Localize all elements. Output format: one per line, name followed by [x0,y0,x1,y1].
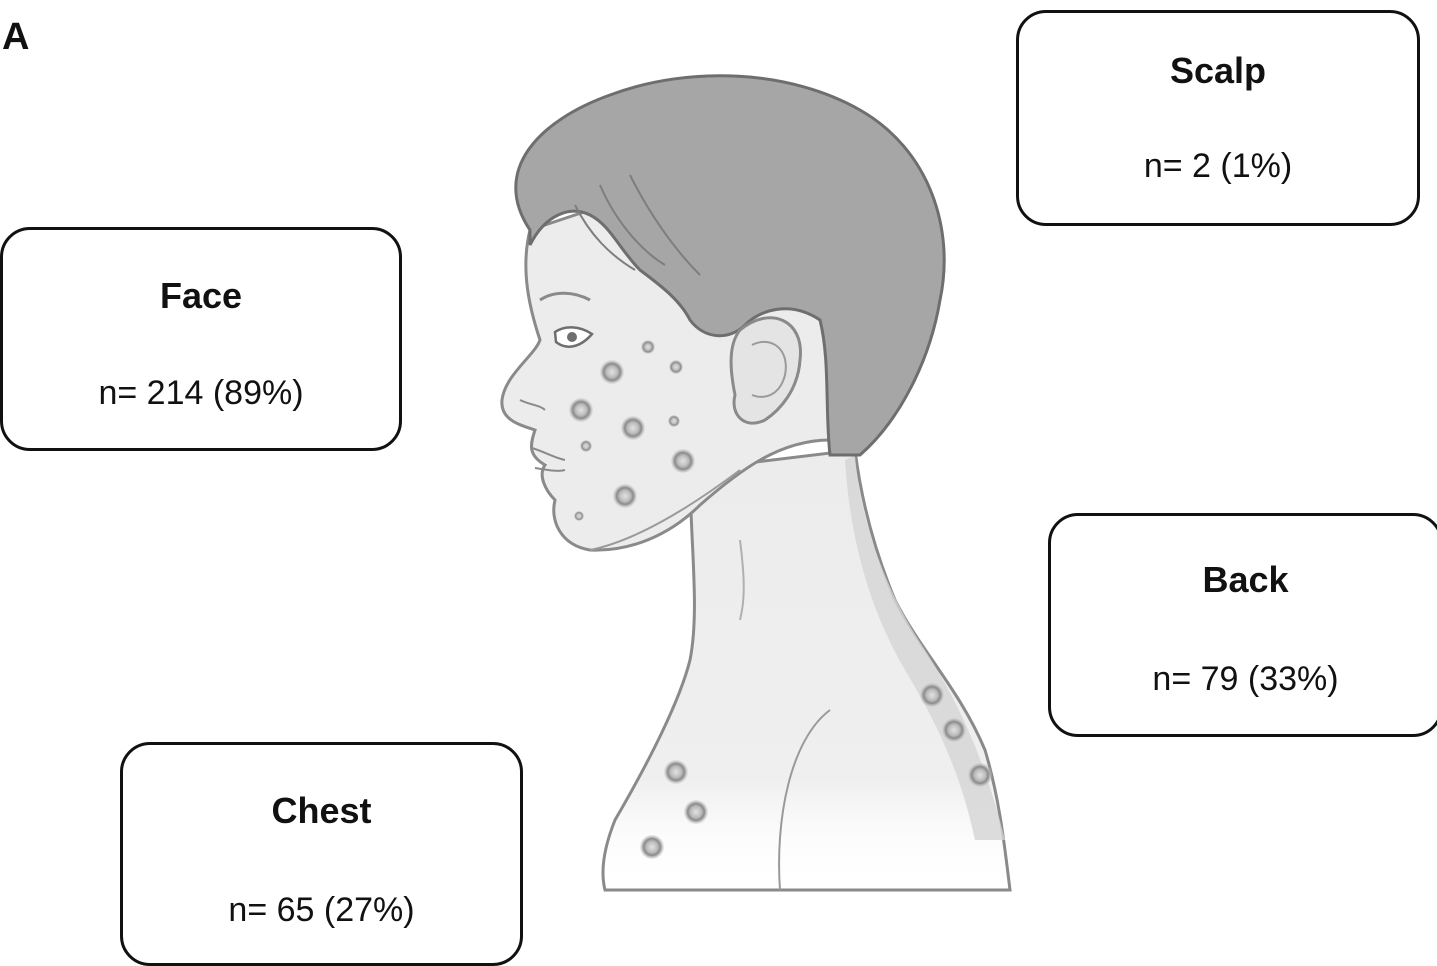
lesion [684,800,708,824]
back-region-title: Back [1051,562,1437,598]
lesion [968,763,992,787]
lesion [613,484,637,508]
scalp-region-count: n= 2 (1%) [1019,149,1417,183]
lesion [580,440,592,452]
lesion [668,415,680,427]
chest-region-count: n= 65 (27%) [123,893,520,927]
back-region-box: Back n= 79 (33%) [1048,513,1437,737]
lesion [621,416,645,440]
chest-region-title: Chest [123,793,520,829]
back-region-count: n= 79 (33%) [1051,662,1437,696]
face-region-count: n= 214 (89%) [3,376,399,410]
lesion [942,718,966,742]
lesion [569,398,593,422]
lesion [669,360,683,374]
chest-region-box: Chest n= 65 (27%) [120,742,523,966]
scalp-region-title: Scalp [1019,53,1417,89]
lesion [600,360,624,384]
face-region-box: Face n= 214 (89%) [0,227,402,451]
lesion [640,835,664,859]
lesion [671,449,695,473]
lesion [574,511,584,521]
lesion [920,683,944,707]
lesion [641,340,655,354]
lesion [664,760,688,784]
face-region-title: Face [3,278,399,314]
scalp-region-box: Scalp n= 2 (1%) [1016,10,1420,226]
eye-pupil [567,332,577,342]
